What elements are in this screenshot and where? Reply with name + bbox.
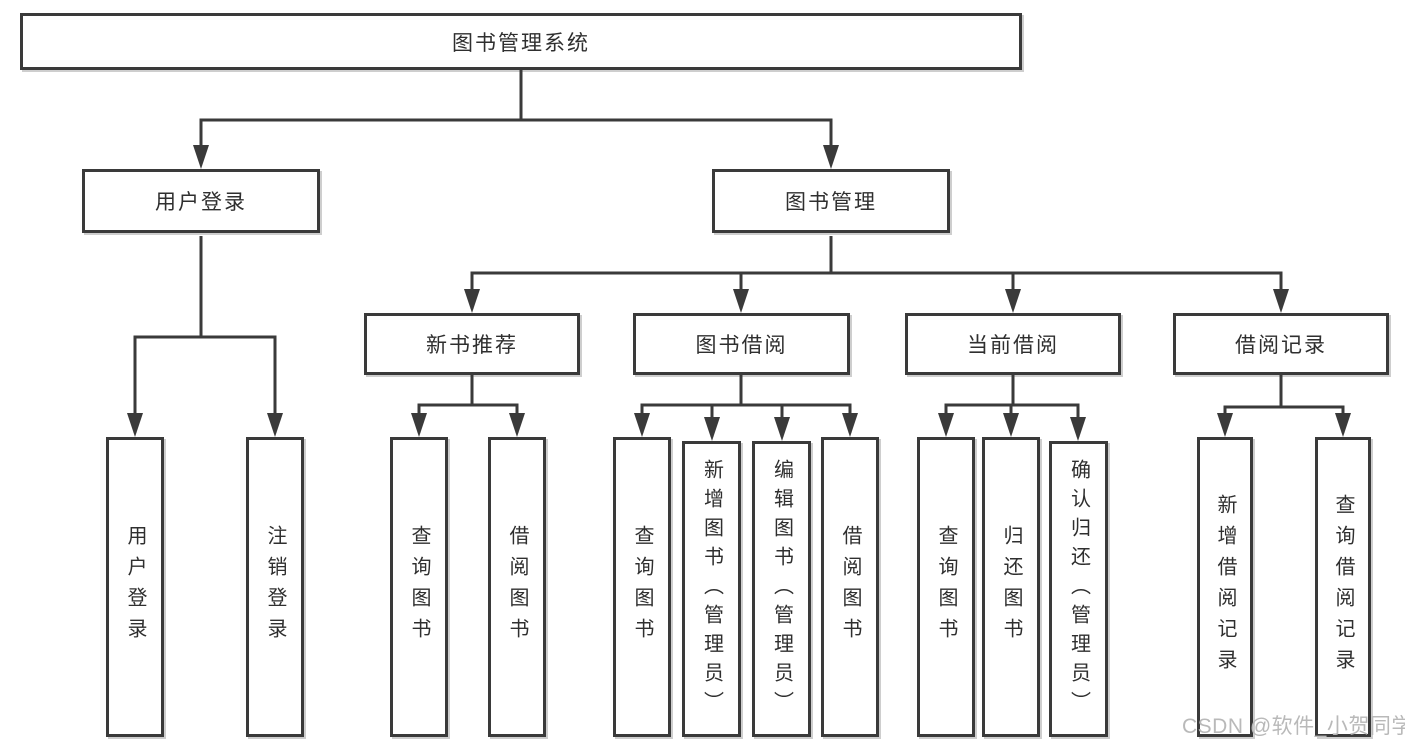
node-current-borrow: 当前借阅 [905, 313, 1121, 375]
leaf-add-book-admin: 新增图书（管理员） [682, 441, 741, 737]
leaf-add-book-admin-label: 新增图书（管理员） [700, 458, 723, 720]
leaf-query-books-1: 查询图书 [390, 437, 448, 737]
node-book-borrow-label: 图书借阅 [695, 334, 788, 357]
node-borrow-records-label: 借阅记录 [1235, 334, 1327, 357]
leaf-return-book-label: 归还图书 [1000, 525, 1022, 649]
node-user-login-group-label: 用户登录 [155, 191, 247, 214]
leaf-user-login: 用户登录 [106, 437, 164, 737]
node-user-login-group: 用户登录 [82, 169, 320, 233]
watermark: CSDN @软件_小贺同学 [1182, 715, 1405, 738]
leaf-logout-label: 注销登录 [264, 525, 286, 649]
node-current-borrow-label: 当前借阅 [967, 334, 1059, 357]
leaf-query-borrow-record: 查询借阅记录 [1315, 437, 1371, 737]
node-book-management-label: 图书管理 [785, 191, 877, 214]
leaf-return-book: 归还图书 [982, 437, 1040, 737]
leaf-borrow-books-1-label: 借阅图书 [506, 525, 528, 649]
leaf-query-books-2-label: 查询图书 [631, 525, 653, 649]
leaf-query-borrow-record-label: 查询借阅记录 [1332, 494, 1354, 680]
leaf-query-books-1-label: 查询图书 [408, 525, 430, 649]
node-new-book-recommend-label: 新书推荐 [426, 334, 518, 357]
leaf-query-books-3-label: 查询图书 [935, 525, 957, 649]
node-root-label: 图书管理系统 [452, 31, 590, 55]
leaf-query-books-2: 查询图书 [613, 437, 671, 737]
leaf-borrow-books-2-label: 借阅图书 [839, 525, 861, 649]
leaf-confirm-return-admin-label: 确认归还（管理员） [1067, 458, 1090, 720]
leaf-confirm-return-admin: 确认归还（管理员） [1049, 441, 1108, 737]
leaf-edit-book-admin: 编辑图书（管理员） [752, 441, 811, 737]
leaf-borrow-books-1: 借阅图书 [488, 437, 546, 737]
node-borrow-records: 借阅记录 [1173, 313, 1389, 375]
leaf-add-borrow-record-label: 新增借阅记录 [1214, 494, 1236, 680]
leaf-borrow-books-2: 借阅图书 [821, 437, 879, 737]
leaf-add-borrow-record: 新增借阅记录 [1197, 437, 1253, 737]
node-book-borrow: 图书借阅 [633, 313, 850, 375]
node-new-book-recommend: 新书推荐 [364, 313, 580, 375]
leaf-edit-book-admin-label: 编辑图书（管理员） [770, 458, 793, 720]
node-root: 图书管理系统 [20, 13, 1022, 70]
leaf-logout: 注销登录 [246, 437, 304, 737]
node-book-management: 图书管理 [712, 169, 950, 233]
leaf-query-books-3: 查询图书 [917, 437, 975, 737]
leaf-user-login-label: 用户登录 [124, 525, 146, 649]
